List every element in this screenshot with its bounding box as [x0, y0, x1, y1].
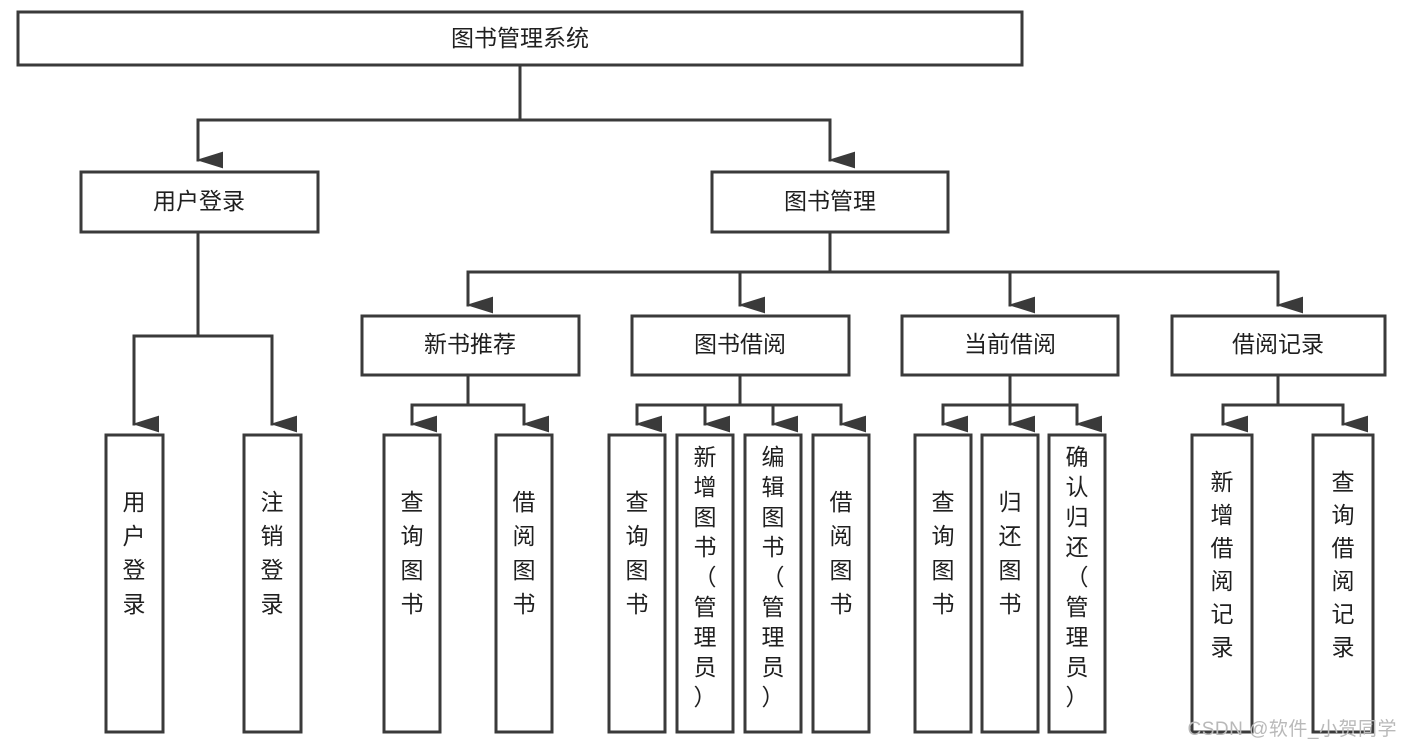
node-leaf-7-box[interactable]	[743, 433, 803, 734]
node-borrow[interactable]: 图书借阅	[630, 314, 851, 377]
node-login[interactable]: 用户登录	[79, 170, 320, 234]
node-leaf-4-box[interactable]	[494, 433, 554, 734]
node-leaf-12[interactable]: 新增借阅记录	[1190, 433, 1254, 734]
node-leaf-4[interactable]: 借阅图书	[494, 433, 554, 734]
node-borrow-box[interactable]	[630, 314, 851, 377]
node-leaf-9[interactable]: 查询图书	[913, 433, 973, 734]
node-leaf-8-label: 借阅图书	[830, 489, 853, 617]
node-leaf-6-box[interactable]	[675, 433, 735, 734]
node-root-box[interactable]	[16, 10, 1024, 67]
node-login-box[interactable]	[79, 170, 320, 234]
node-leaf-13-box[interactable]	[1311, 433, 1375, 734]
node-newbook-box[interactable]	[360, 314, 581, 377]
node-records[interactable]: 借阅记录	[1170, 314, 1387, 377]
connector-layer	[132, 63, 1369, 433]
node-root-label: 图书管理系统	[451, 25, 589, 51]
node-borrow-label: 图书借阅	[694, 331, 786, 357]
node-leaf-7-label: 编辑图书（管理员）	[762, 444, 785, 710]
node-current-label: 当前借阅	[964, 331, 1056, 357]
node-leaf-1-label: 用户登录	[123, 489, 146, 617]
node-leaf-5-label: 查询图书	[626, 489, 649, 617]
node-root[interactable]: 图书管理系统	[16, 10, 1024, 67]
node-bookmgmt[interactable]: 图书管理	[710, 170, 950, 234]
node-login-label: 用户登录	[153, 188, 245, 214]
node-leaf-5-box[interactable]	[607, 433, 667, 734]
node-newbook[interactable]: 新书推荐	[360, 314, 581, 377]
node-newbook-label: 新书推荐	[424, 331, 516, 357]
node-leaf-4-label: 借阅图书	[513, 489, 536, 617]
node-leaf-3-box[interactable]	[382, 433, 442, 734]
node-leaf-3[interactable]: 查询图书	[382, 433, 442, 734]
node-records-label: 借阅记录	[1232, 331, 1324, 357]
node-leaf-13[interactable]: 查询借阅记录	[1311, 433, 1375, 734]
node-current-box[interactable]	[900, 314, 1120, 377]
node-leaf-12-label: 新增借阅记录	[1211, 469, 1234, 660]
node-leaf-11-box[interactable]	[1047, 433, 1107, 734]
node-leaf-6-label: 新增图书（管理员）	[694, 444, 717, 710]
node-leaf-11-label: 确认归还（管理员）	[1066, 444, 1089, 710]
node-leaf-11[interactable]: 确认归还（管理员）	[1047, 433, 1107, 734]
node-leaf-1-box[interactable]	[104, 433, 165, 734]
node-leaf-12-box[interactable]	[1190, 433, 1254, 734]
node-leaf-2-box[interactable]	[242, 433, 303, 734]
node-current[interactable]: 当前借阅	[900, 314, 1120, 377]
node-leaf-10[interactable]: 归还图书	[980, 433, 1040, 734]
node-bookmgmt-label: 图书管理	[784, 188, 876, 214]
node-leaf-9-label: 查询图书	[932, 489, 955, 617]
node-records-box[interactable]	[1170, 314, 1387, 377]
node-leaf-6[interactable]: 新增图书（管理员）	[675, 433, 735, 734]
node-leaf-10-box[interactable]	[980, 433, 1040, 734]
node-leaf-9-box[interactable]	[913, 433, 973, 734]
node-leaf-5[interactable]: 查询图书	[607, 433, 667, 734]
node-leaf-2-label: 注销登录	[261, 489, 284, 617]
node-leaf-8[interactable]: 借阅图书	[811, 433, 871, 734]
node-leaf-10-label: 归还图书	[999, 489, 1022, 617]
node-leaf-3-label: 查询图书	[401, 489, 424, 617]
node-leaf-13-label: 查询借阅记录	[1332, 469, 1355, 660]
node-leaf-8-box[interactable]	[811, 433, 871, 734]
node-bookmgmt-box[interactable]	[710, 170, 950, 234]
node-leaf-7[interactable]: 编辑图书（管理员）	[743, 433, 803, 734]
node-leaf-2[interactable]: 注销登录	[242, 433, 303, 734]
node-leaf-1[interactable]: 用户登录	[104, 433, 165, 734]
